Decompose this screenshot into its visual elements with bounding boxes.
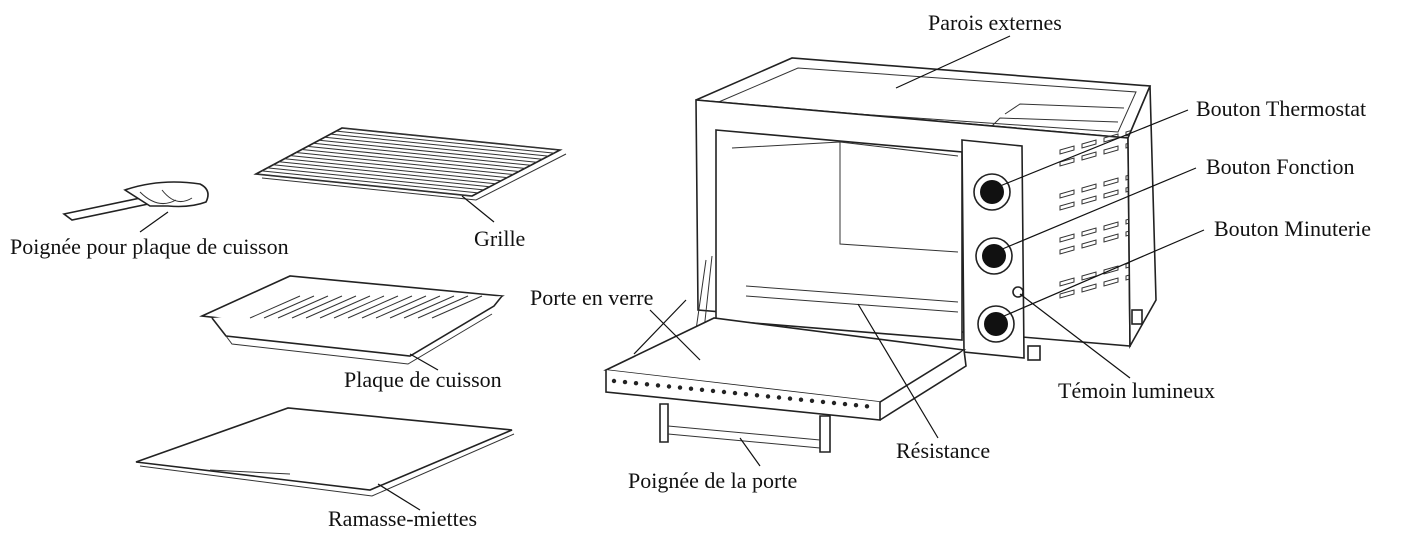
label-porte-verre: Porte en verre [530,285,653,310]
label-grille: Grille [474,226,525,251]
label-plaque-cuisson: Plaque de cuisson [344,367,502,392]
label-bouton-fonction: Bouton Fonction [1206,154,1355,179]
label-ramasse-miettes: Ramasse-miettes [328,506,477,531]
label-bouton-minuterie: Bouton Minuterie [1214,216,1371,241]
wire-rack-drawing [253,127,567,201]
label-bouton-thermostat: Bouton Thermostat [1196,96,1366,121]
baking-tray-drawing [199,275,505,365]
tray-handle-drawing [62,181,209,221]
label-temoin-lumineux: Témoin lumineux [1058,378,1215,403]
glass-door-drawing [603,317,967,453]
label-parois-externes: Parois externes [928,10,1062,35]
label-resistance: Résistance [896,438,990,463]
oven-drawing [695,57,1157,361]
label-poignee-plaque: Poignée pour plaque de cuisson [10,234,289,259]
label-poignee-porte: Poignée de la porte [628,468,797,493]
crumb-tray-drawing [135,407,515,497]
leader-lines [139,35,1205,511]
